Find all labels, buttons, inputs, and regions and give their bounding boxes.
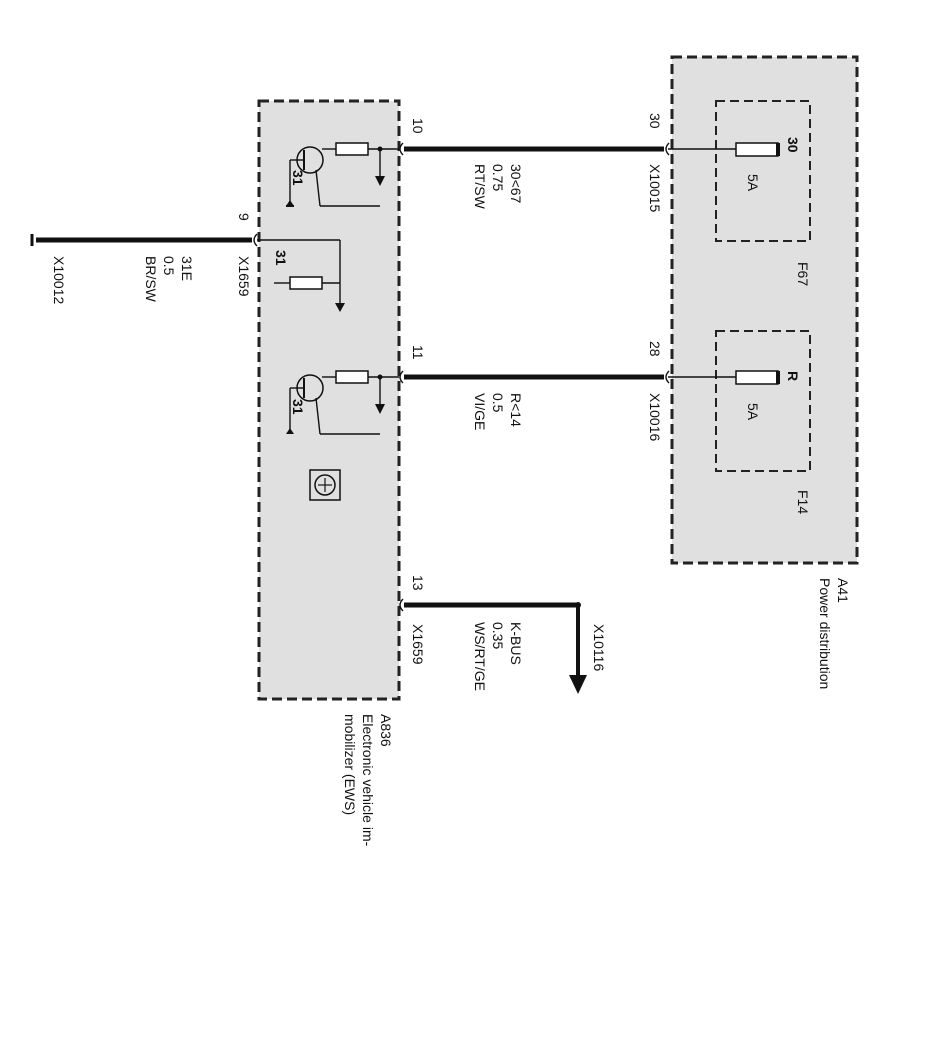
wire-13-color: WS/RT/GE xyxy=(472,622,488,691)
pin-10-mark xyxy=(399,142,404,156)
a836-name-line2: mobilizer (EWS) xyxy=(342,714,358,815)
a836-id-label: A836 xyxy=(378,714,394,747)
pin-9-label: 9 xyxy=(236,213,252,221)
a41-box xyxy=(670,55,859,565)
wire-9-function: 31E xyxy=(179,256,195,281)
wire-10-color: RT/SW xyxy=(472,164,488,210)
pin-28-label: 28 xyxy=(647,341,663,357)
f67-fuse-area xyxy=(715,100,811,242)
connector-x10016-label: X10016 xyxy=(647,393,663,441)
ground-31-label-1: 31 xyxy=(290,170,306,186)
wire-10-function: 30<67 xyxy=(508,164,524,204)
ground-resistor-circuit xyxy=(257,239,345,312)
f14-rating-label: 5A xyxy=(745,403,761,421)
wire-10-gauge: 0.75 xyxy=(490,164,506,191)
connector-x1659-bottom-label: X1659 xyxy=(410,624,426,665)
f67-terminal-label: 30 xyxy=(785,137,801,153)
a41-id-label: A41 xyxy=(835,578,851,603)
wire-9-color: BR/SW xyxy=(143,256,159,303)
connector-x1659-top-label: X1659 xyxy=(236,256,252,297)
wire-11-color: VI/GE xyxy=(472,393,488,430)
wire-13-gauge: 0.35 xyxy=(490,622,506,649)
wire-13-function: K-BUS xyxy=(508,622,524,665)
f14-terminal-label: R xyxy=(785,371,801,381)
a41-name-label: Power distribution xyxy=(817,578,833,689)
pin-28-mark xyxy=(665,370,670,384)
pin-13-label: 13 xyxy=(410,575,426,591)
pin-30-mark xyxy=(665,142,670,156)
wire-9-gauge: 0.5 xyxy=(161,256,177,276)
pin-13-mark xyxy=(399,598,404,612)
transistor-circuit-1 xyxy=(286,142,399,207)
f67-id-label: F67 xyxy=(795,262,811,286)
pin-10-label: 10 xyxy=(410,118,426,134)
pin-11-label: 11 xyxy=(410,345,426,360)
fuse-f14 xyxy=(735,370,780,385)
connector-x10116-label: X10116 xyxy=(591,624,607,671)
ground-31-label-2: 31 xyxy=(273,250,289,266)
ground-31-label-3: 31 xyxy=(290,399,306,415)
pin-30-label: 30 xyxy=(647,113,663,129)
f67-rating-label: 5A xyxy=(745,174,761,192)
connector-x10015-label: X10015 xyxy=(647,164,663,212)
a836-name-line1: Electronic vehicle im- xyxy=(360,714,376,847)
transistor-circuit-2 xyxy=(286,370,399,435)
f14-id-label: F14 xyxy=(795,490,811,514)
wire-11-function: R<14 xyxy=(508,393,524,427)
fuse-f67 xyxy=(735,142,780,157)
pin-11-mark xyxy=(399,370,404,384)
wire-11-gauge: 0.5 xyxy=(490,393,506,413)
connector-x10012-label: X10012 xyxy=(51,256,67,304)
module-component-icon xyxy=(309,469,341,501)
a836-box xyxy=(257,99,401,701)
k-bus-arrow xyxy=(569,602,587,694)
pin-9-mark xyxy=(253,233,258,247)
f14-fuse-area xyxy=(715,330,811,472)
